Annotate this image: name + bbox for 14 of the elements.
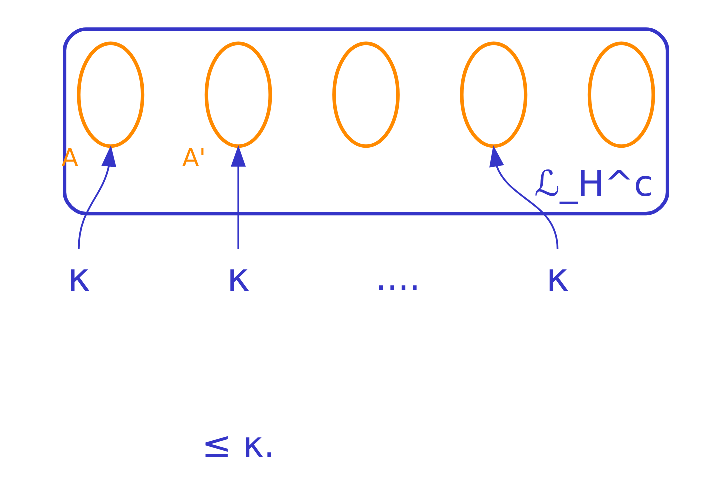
arrow: [78, 146, 116, 250]
node-circle: [332, 42, 400, 148]
node-circle: [587, 42, 655, 148]
node-text: κ: [226, 256, 250, 302]
label: ≤ κ.: [202, 424, 275, 466]
node-circle: [204, 42, 272, 148]
node-text: κ: [66, 256, 90, 302]
node-circle: [76, 42, 144, 148]
node-label: A': [182, 143, 206, 172]
node-circle: [460, 42, 528, 148]
label: ....: [375, 258, 420, 300]
arrow: [230, 146, 246, 250]
node-text: κ: [546, 256, 569, 302]
arrow: [489, 146, 558, 250]
